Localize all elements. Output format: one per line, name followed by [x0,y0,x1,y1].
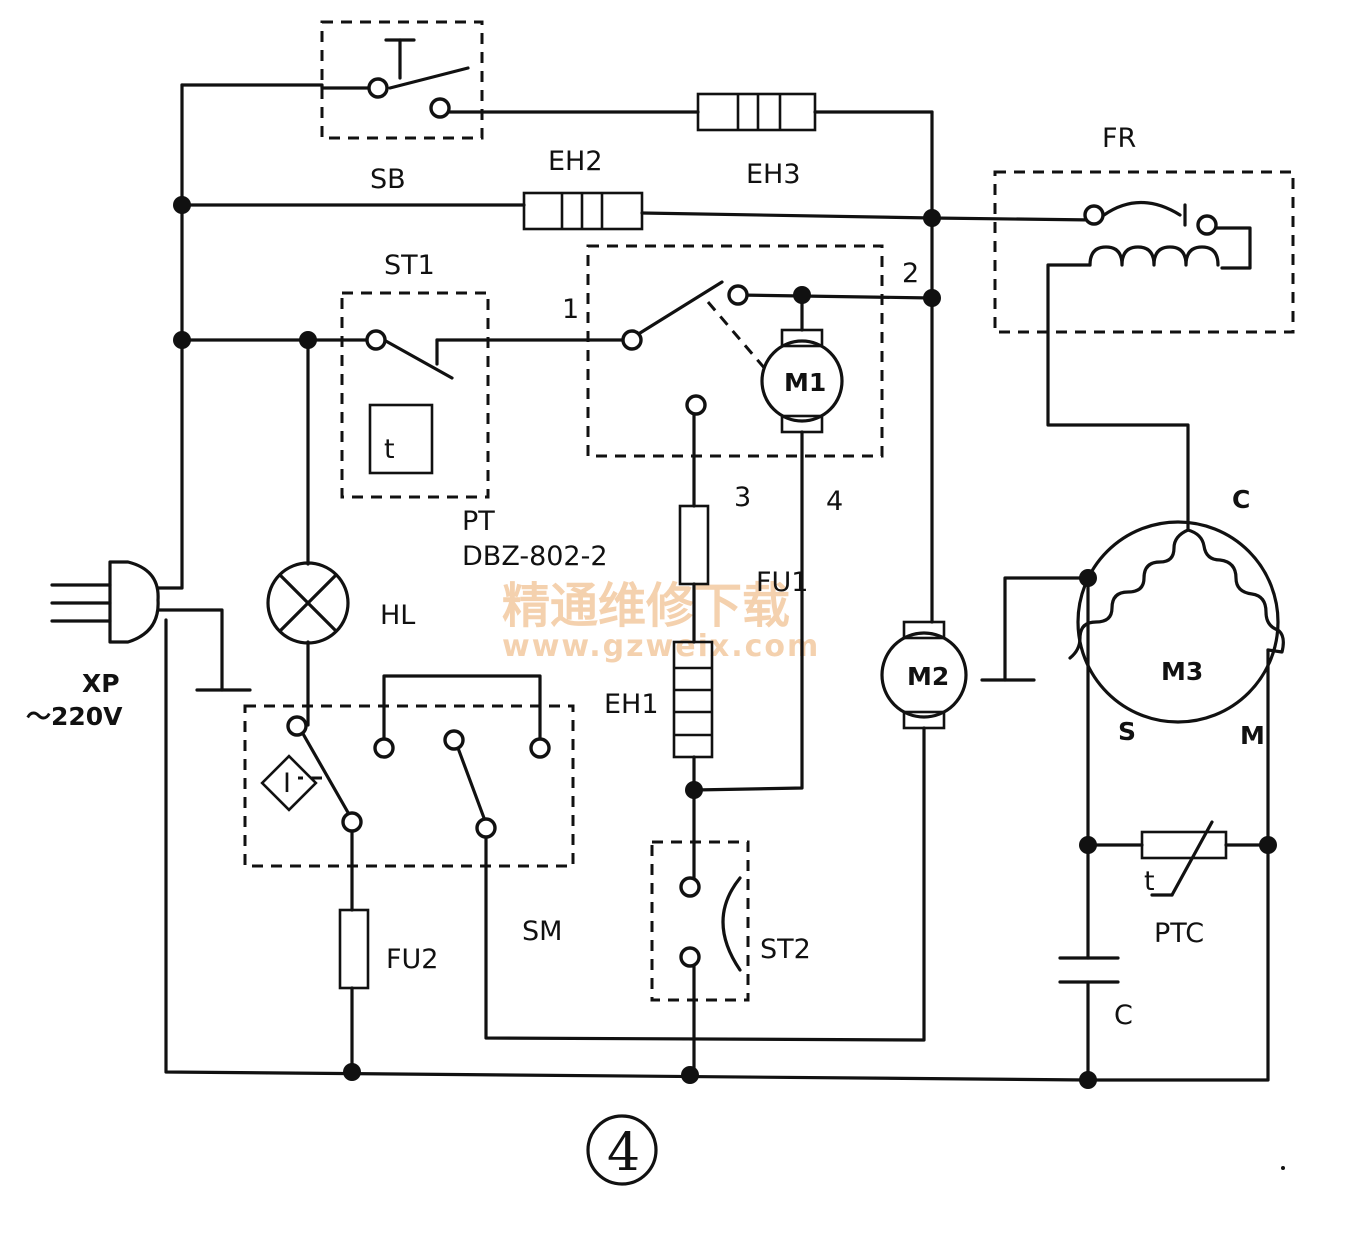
power-plug: XP ～220V [26,560,160,731]
eh1-label: EH1 [604,689,659,720]
watermark: 精通维修下载 www.gzweix.com [502,578,820,664]
m3-c-label: C [1232,485,1250,514]
compressor-m3: M3 C S M [1068,485,1285,750]
timer-motor-m1: M1 1 2 3 4 [562,244,919,517]
motor-m2: M2 [880,620,968,730]
pt-model-label: DBZ-802-2 [462,541,608,572]
selector-switch-sm: I SM [243,704,575,947]
eh3-label: EH3 [746,159,801,190]
junction-dots [173,196,1277,1089]
watermark-cn: 精通维修下载 [502,578,790,634]
sb-label: SB [370,164,406,195]
node-1-label: 1 [562,294,579,325]
overload-relay-fr: FR [993,123,1295,334]
fu1-label: FU1 [756,567,808,598]
m3-m-label: M [1240,721,1265,750]
thermostat-st2: ST2 [650,840,811,1002]
capacitor-c: C [1058,956,1133,1031]
heater-eh3: EH3 [696,92,817,190]
xp-label: XP [82,669,120,698]
pt-t-symbol: t [384,434,395,465]
watermark-url: www.gzweix.com [502,629,820,664]
figure-number: 4 [586,1114,658,1186]
m2-label: M2 [907,662,949,691]
voltage-label: ～220V [26,702,123,731]
fuse-fu1: FU1 [678,504,808,598]
sm-label: SM [522,916,562,947]
node-2-label: 2 [902,258,919,289]
ptc-label: PTC [1154,918,1204,949]
sm-i-symbol: I [283,768,291,799]
fr-label: FR [1102,123,1136,154]
heater-eh2: EH2 [522,146,644,231]
ptc-starter: t PTC [1140,820,1228,949]
node-4-label: 4 [826,486,843,517]
switch-sb: SB [320,20,484,195]
st1-label: ST1 [384,250,435,281]
figure-number-text: 4 [607,1123,640,1183]
lamp-hl: HL [266,561,415,645]
m3-s-label: S [1118,717,1136,746]
wires [156,83,1270,1082]
st2-label: ST2 [760,934,811,965]
pt-label: PT [462,506,495,537]
timer-pt: t ST1 PT DBZ-802-2 [340,250,608,572]
m3-label: M3 [1161,657,1203,686]
hl-label: HL [380,600,415,631]
node-3-label: 3 [734,482,751,513]
ptc-t-symbol: t [1144,866,1155,897]
fuse-fu2: FU2 [338,908,438,990]
eh2-label: EH2 [548,146,603,177]
heater-eh1: EH1 [604,640,714,759]
fu2-label: FU2 [386,944,438,975]
capacitor-label: C [1114,1000,1133,1031]
m1-label: M1 [784,368,826,397]
